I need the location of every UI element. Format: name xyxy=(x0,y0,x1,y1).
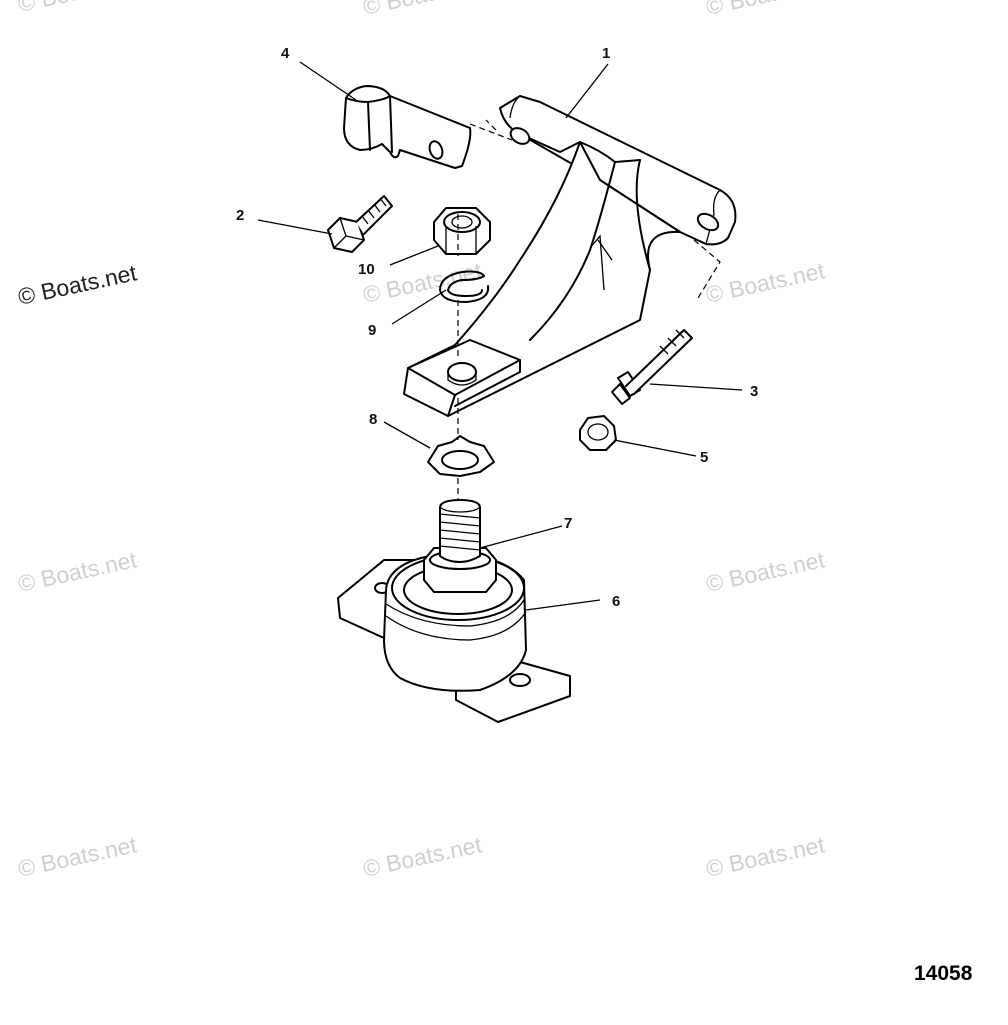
callout-4: 4 xyxy=(281,45,290,62)
watermark: © Boats.net xyxy=(704,831,828,882)
callout-6: 6 xyxy=(612,593,620,610)
hex-nut-part xyxy=(433,207,491,255)
stud-bolt-part xyxy=(611,329,693,405)
callout-7: 7 xyxy=(564,515,572,532)
callouts: 1 2 3 4 5 6 7 8 9 10 xyxy=(236,45,758,610)
watermark: © Boats.net xyxy=(361,257,485,308)
watermark: © Boats.net xyxy=(16,831,140,882)
watermark: © Boats.net xyxy=(16,546,140,597)
leader-lines xyxy=(257,61,743,611)
hex-bolt-part xyxy=(327,195,393,253)
watermark: © Boats.net xyxy=(704,257,828,308)
assembly-lines xyxy=(457,119,721,500)
callout-1: 1 xyxy=(602,45,610,62)
watermark: © Boats.net xyxy=(361,0,485,20)
figure-number: 14058 xyxy=(914,962,973,985)
watermark: © Boats.net xyxy=(361,831,485,882)
callout-2: 2 xyxy=(236,207,244,224)
watermark: © Boats.net xyxy=(704,0,828,20)
callout-5: 5 xyxy=(700,449,708,466)
watermark: © Boats.net xyxy=(704,546,828,597)
callout-10: 10 xyxy=(358,261,375,278)
lock-washer-part xyxy=(439,270,490,303)
nut-part xyxy=(579,415,617,451)
callout-9: 9 xyxy=(368,322,376,339)
clamp-bracket-part xyxy=(343,85,472,169)
callout-3: 3 xyxy=(750,383,758,400)
threaded-stud-part xyxy=(423,499,497,593)
callout-8: 8 xyxy=(369,411,377,428)
tab-washer-part xyxy=(427,435,495,477)
mount-bracket-part xyxy=(403,95,737,417)
watermark: © Boats.net xyxy=(16,259,140,310)
watermark: © Boats.net xyxy=(16,0,140,17)
